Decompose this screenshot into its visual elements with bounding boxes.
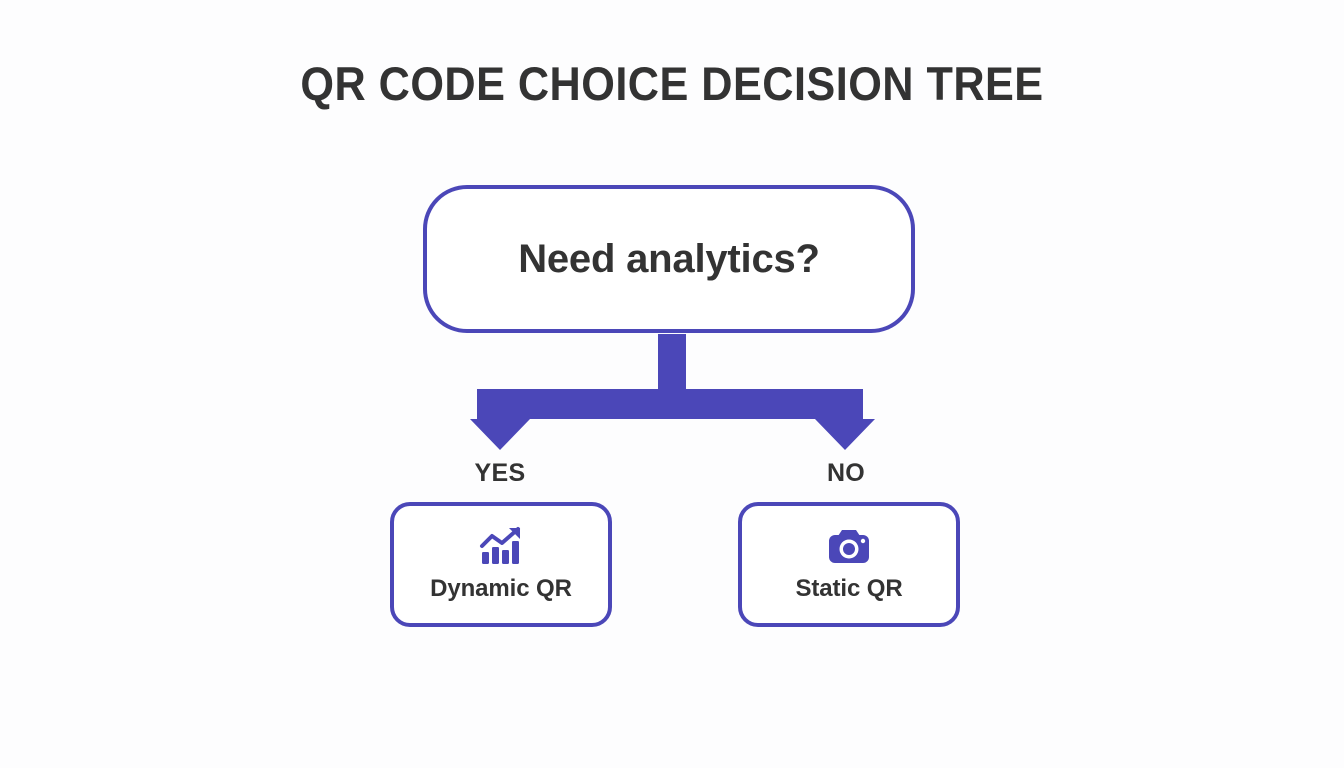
branch-label-no: NO	[826, 459, 866, 487]
leaf-node-dynamic-qr[interactable]: Dynamic QR	[390, 502, 612, 627]
connector-left-elbow	[477, 389, 507, 419]
connector-right-elbow	[833, 389, 863, 419]
camera-icon	[829, 530, 869, 563]
branch-connector	[470, 334, 875, 450]
growth-chart-icon	[480, 527, 520, 564]
leaf-node-label-dynamic-qr: Dynamic QR	[430, 575, 572, 602]
decision-node-label: Need analytics?	[518, 236, 820, 281]
connector-stem	[658, 334, 686, 396]
branch-label-yes: YES	[474, 459, 526, 487]
page-title: QR CODE CHOICE DECISION TREE	[300, 57, 1044, 110]
leaf-node-label-static-qr: Static QR	[795, 575, 903, 602]
arrowhead-left-icon	[470, 419, 530, 450]
connector-crossbar	[487, 389, 863, 419]
decision-node-need-analytics[interactable]: Need analytics?	[423, 185, 915, 333]
arrowhead-right-icon	[815, 419, 875, 450]
leaf-node-static-qr[interactable]: Static QR	[738, 502, 960, 627]
